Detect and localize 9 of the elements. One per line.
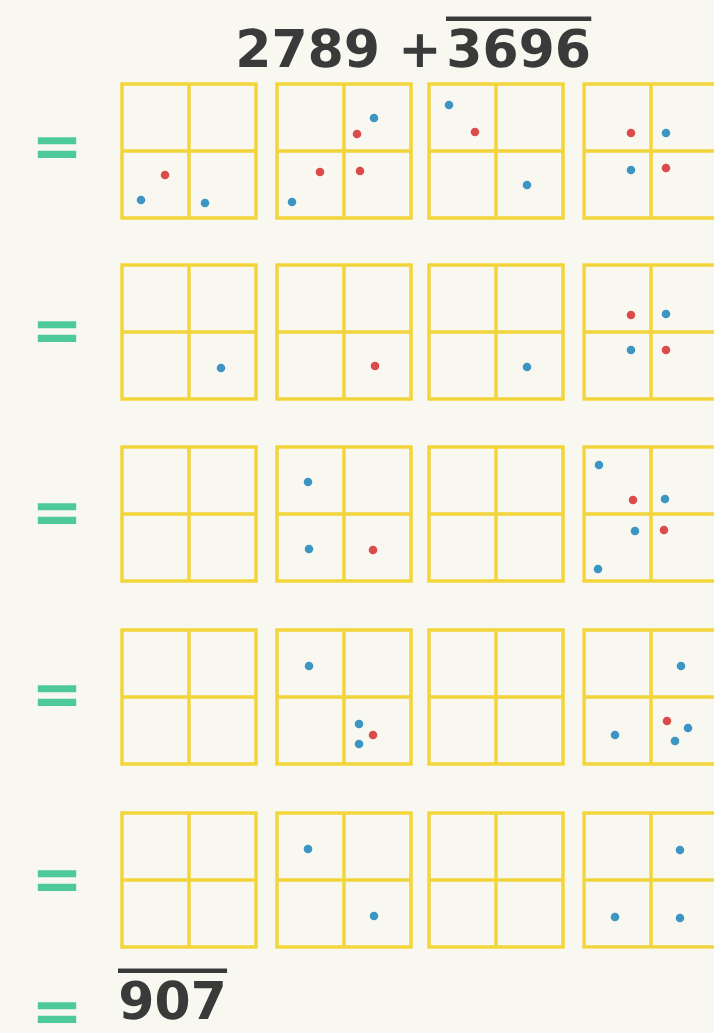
equals-sign: = <box>37 503 77 524</box>
equals-sign: = <box>37 137 77 158</box>
overlined-number: 3696 <box>446 16 592 68</box>
overlined-number: 907 <box>118 968 228 1020</box>
equals-sign: = <box>37 321 77 342</box>
number: 2789 + <box>239 28 437 68</box>
equals-sign: = <box>37 685 77 706</box>
equals-sign: = <box>37 870 77 891</box>
equals-sign: = <box>37 1002 77 1023</box>
